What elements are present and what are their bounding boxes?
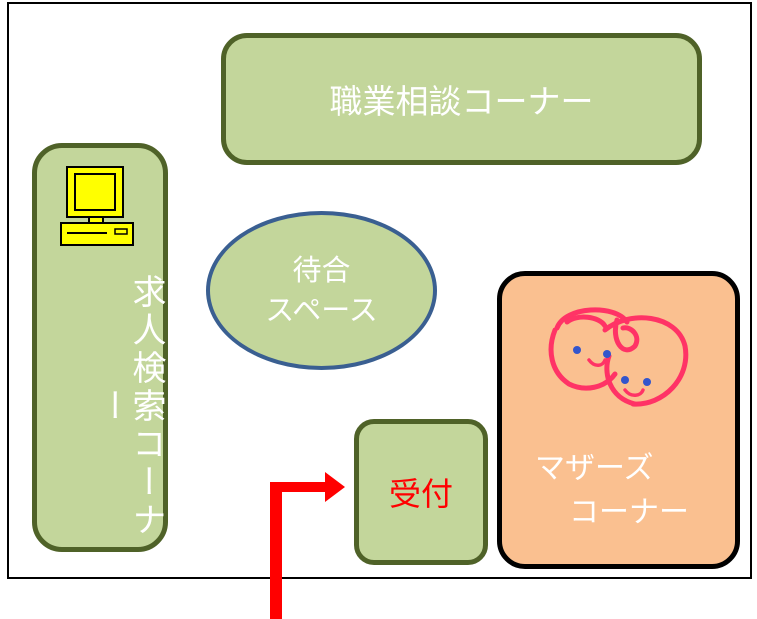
mothers-corner-label-line1: マザーズ: [535, 451, 654, 486]
mothers-corner-label-line2: コーナー: [569, 495, 689, 530]
career-consultation-corner: 職業相談コーナー: [221, 33, 702, 165]
waiting-space: 待合 スペース: [206, 211, 437, 370]
career-consultation-label: 職業相談コーナー: [329, 82, 594, 121]
mother-child-faces-icon: [548, 307, 689, 407]
waiting-space-label-line1: 待合: [292, 253, 351, 288]
waiting-space-label-line2: スペース: [265, 292, 378, 327]
job-search-label: 求人検索コーナー: [92, 273, 166, 540]
computer-icon: [60, 166, 134, 246]
entrance-arrow-icon: [270, 472, 345, 619]
reception-label: 受付: [388, 475, 453, 513]
reception-desk: 受付: [354, 419, 488, 565]
mothers-corner: マザーズ コーナー: [497, 271, 740, 569]
